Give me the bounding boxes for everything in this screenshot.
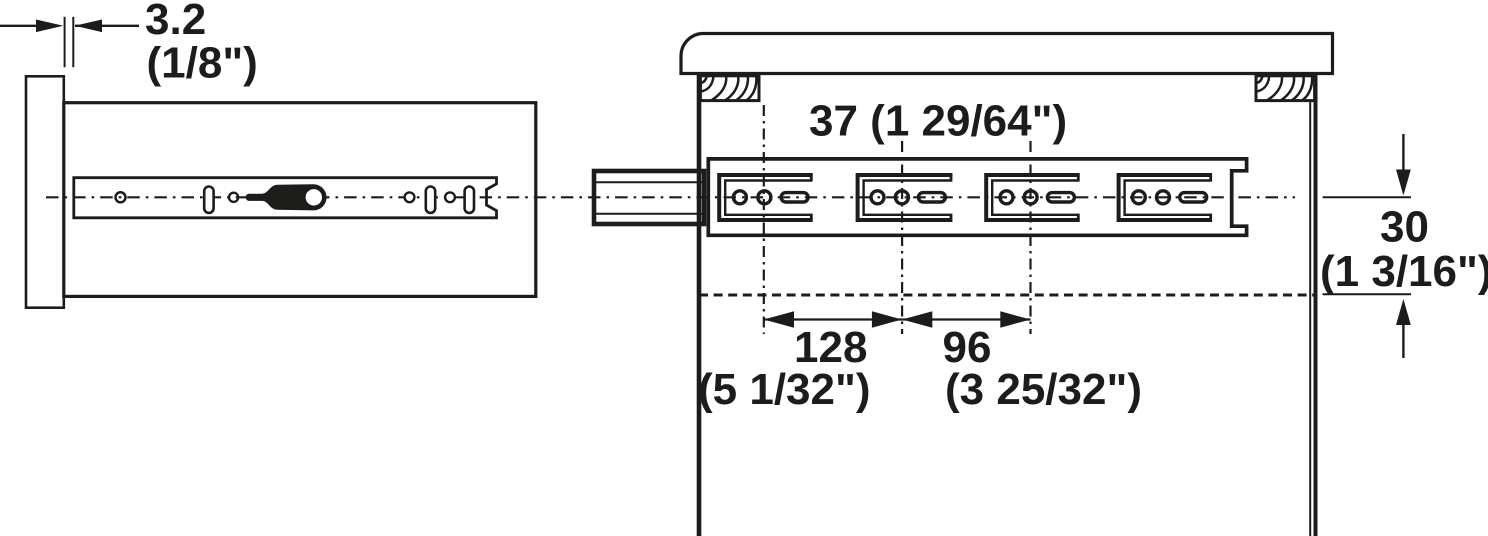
svg-text:(1/8"): (1/8") [147,38,258,87]
svg-text:(1 3/16"): (1 3/16") [1320,247,1488,296]
svg-text:37 (1 29/64"): 37 (1 29/64") [809,97,1067,146]
svg-text:(5 1/32"): (5 1/32") [698,365,871,414]
svg-text:30: 30 [1380,203,1429,252]
svg-text:3.2: 3.2 [145,0,206,44]
svg-text:96: 96 [943,323,992,372]
svg-text:(3 25/32"): (3 25/32") [945,365,1142,414]
svg-text:128: 128 [794,323,867,372]
